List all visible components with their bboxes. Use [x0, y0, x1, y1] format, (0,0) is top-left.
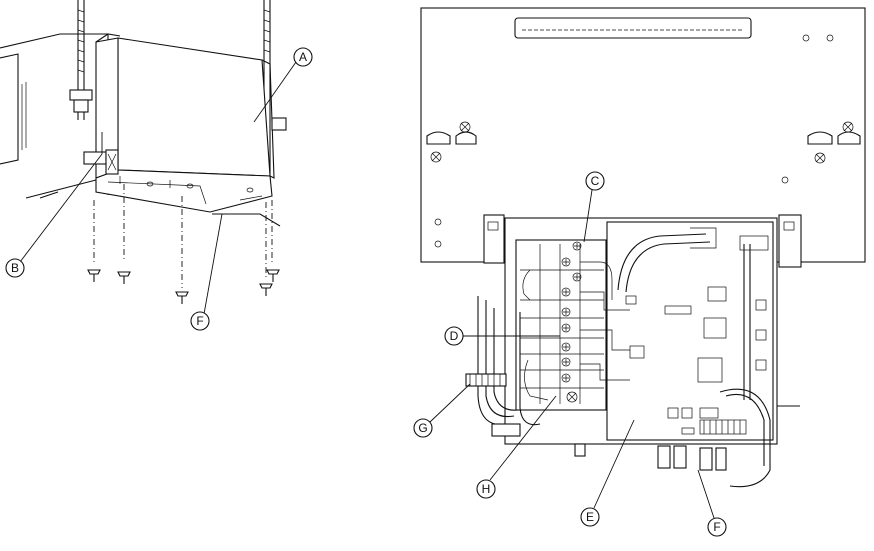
- screw-icon: [117, 271, 131, 284]
- svg-text:G: G: [418, 421, 427, 435]
- callout-e: E: [580, 507, 600, 527]
- callout-d: D: [444, 326, 464, 346]
- screw-icon: [842, 121, 854, 133]
- screw-icon: [175, 291, 189, 304]
- svg-text:B: B: [11, 261, 19, 275]
- screw-icon: [459, 121, 471, 133]
- screw-icon: [266, 269, 280, 282]
- callout-f-left: F: [190, 311, 210, 331]
- screw-icon: [814, 152, 826, 164]
- callout-g: G: [413, 418, 433, 438]
- terminal-screw-icon: [561, 241, 582, 403]
- svg-text:H: H: [482, 482, 491, 496]
- right-figure: [420, 7, 866, 488]
- svg-text:F: F: [713, 520, 720, 534]
- callout-f-right: F: [707, 517, 727, 537]
- svg-text:D: D: [450, 329, 459, 343]
- screw-icon: [87, 269, 101, 282]
- left-figure: [0, 0, 287, 304]
- svg-text:A: A: [299, 50, 307, 64]
- svg-text:E: E: [586, 510, 594, 524]
- callout-a: A: [293, 47, 313, 67]
- callout-b: B: [5, 258, 25, 278]
- callout-h: H: [476, 479, 496, 499]
- callout-c: C: [585, 171, 605, 191]
- svg-text:F: F: [196, 314, 203, 328]
- screw-icon: [259, 283, 273, 296]
- screw-icon: [430, 151, 442, 163]
- svg-text:C: C: [591, 174, 600, 188]
